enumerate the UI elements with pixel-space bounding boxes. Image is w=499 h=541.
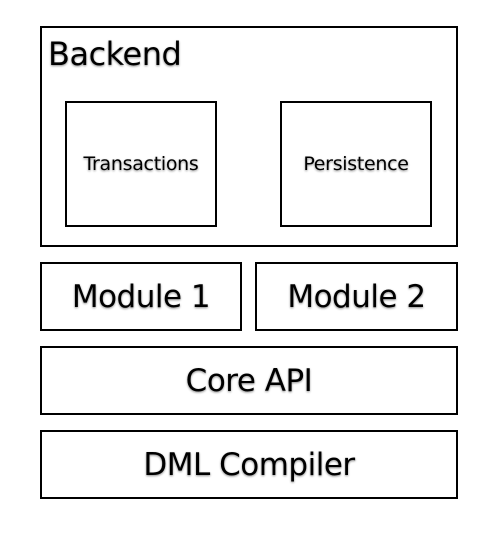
persistence-box: Persistence [280,101,432,227]
core-api-box: Core API [40,346,458,415]
module-1-box: Module 1 [40,262,242,331]
module-2-label: Module 2 [287,278,426,315]
module-1-label: Module 1 [71,278,211,315]
transactions-box: Transactions [65,101,217,227]
persistence-label: Persistence [303,153,409,175]
core-api-label: Core API [185,362,313,399]
dml-compiler-label: DML Compiler [143,446,355,483]
module-2-box: Module 2 [255,262,458,331]
transactions-label: Transactions [83,153,199,175]
backend-title: Backend [48,35,182,73]
dml-compiler-box: DML Compiler [40,430,458,499]
